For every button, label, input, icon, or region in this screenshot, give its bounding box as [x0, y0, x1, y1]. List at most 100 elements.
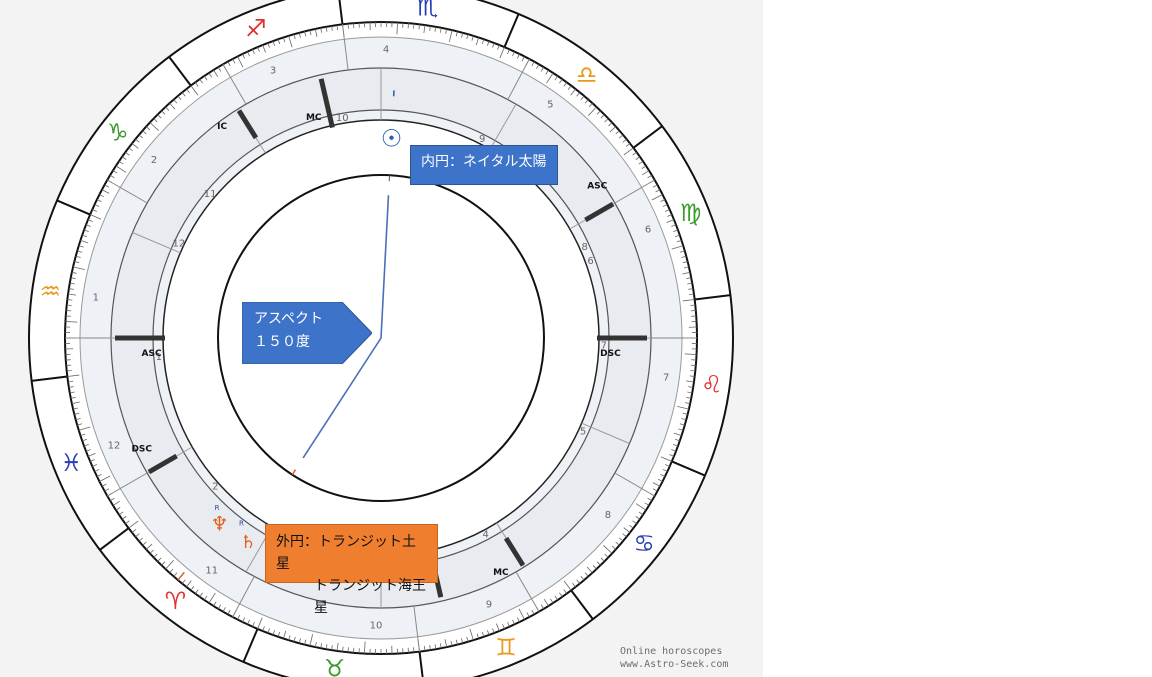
zodiac-sign-boundary — [503, 13, 520, 48]
degree-tick — [99, 475, 111, 482]
degree-tick — [222, 607, 226, 612]
degree-tick — [660, 473, 666, 477]
outer-angle-marker — [584, 201, 615, 223]
transit-position-tick — [177, 571, 185, 581]
degree-tick — [413, 647, 415, 653]
degree-tick — [145, 126, 151, 131]
degree-tick — [576, 579, 581, 584]
degree-tick — [623, 527, 631, 533]
degree-tick — [603, 545, 613, 554]
inner-house-cusp — [489, 103, 517, 150]
degree-tick — [142, 541, 147, 546]
outer-angle-marker — [147, 453, 178, 475]
degree-tick — [481, 39, 485, 45]
degree-tick — [298, 638, 301, 644]
degree-tick — [687, 391, 693, 394]
aspect-callout: アスペクト １５０度 — [242, 302, 372, 364]
degree-tick — [242, 53, 246, 59]
degree-tick — [293, 34, 296, 40]
degree-tick — [600, 557, 605, 562]
inner-house-cusp — [132, 232, 181, 254]
chart-panel: ♏♎♍♌♋♊♉♈♓♒♑♐1234567891011121234567891011… — [0, 0, 763, 677]
degree-tick — [247, 51, 250, 57]
degree-tick — [208, 592, 216, 604]
degree-tick — [69, 391, 75, 394]
degree-tick — [320, 643, 323, 649]
degree-tick — [83, 229, 89, 233]
inner-house-number: 2 — [212, 482, 218, 493]
degree-tick — [632, 520, 637, 525]
degree-tick — [563, 589, 568, 594]
degree-tick — [635, 156, 641, 160]
site-credit[interactable]: Online horoscopes www.Astro-Seek.com — [620, 645, 728, 671]
degree-tick — [684, 353, 697, 355]
degree-tick — [638, 511, 644, 516]
outer-house-cusp — [614, 472, 655, 497]
degree-tick — [450, 640, 453, 646]
degree-tick — [125, 520, 130, 525]
degree-tick — [423, 25, 426, 34]
outer-angle-marker — [503, 536, 526, 567]
degree-tick — [662, 469, 668, 472]
degree-tick — [563, 82, 568, 87]
degree-tick — [190, 85, 199, 96]
degree-tick — [682, 271, 691, 275]
degree-tick — [469, 628, 474, 641]
degree-tick — [615, 541, 620, 546]
degree-tick — [688, 386, 694, 388]
degree-tick — [507, 621, 510, 627]
inner-angle-label: DSC — [600, 349, 621, 359]
degree-tick — [492, 628, 495, 634]
outer-house-cusp — [413, 605, 421, 652]
degree-tick — [434, 26, 437, 32]
degree-tick — [681, 255, 687, 258]
degree-tick — [689, 375, 695, 377]
degree-tick — [69, 282, 75, 285]
degree-tick — [128, 520, 139, 529]
degree-tick — [609, 126, 617, 133]
degree-tick — [75, 418, 81, 421]
inner-house-number: 4 — [483, 529, 489, 540]
degree-tick — [592, 565, 597, 570]
degree-tick — [690, 370, 696, 372]
degree-tick — [455, 639, 458, 645]
degree-tick — [227, 61, 231, 67]
degree-tick — [242, 617, 246, 623]
degree-tick — [682, 299, 695, 302]
degree-tick — [641, 165, 647, 169]
degree-tick — [688, 293, 694, 296]
degree-tick — [652, 184, 658, 188]
degree-tick — [347, 23, 349, 29]
degree-tick — [181, 579, 186, 584]
degree-tick — [652, 482, 661, 487]
degree-tick — [429, 645, 431, 651]
degree-tick — [104, 488, 110, 492]
inner-house-number: 8 — [582, 242, 588, 253]
degree-tick — [671, 449, 677, 452]
degree-tick — [94, 469, 100, 472]
degree-tick — [611, 545, 617, 550]
degree-tick — [396, 22, 398, 35]
degree-tick — [142, 130, 147, 135]
degree-tick — [679, 250, 685, 253]
degree-tick — [217, 66, 222, 72]
zodiac-glyph-icon: ♈ — [165, 587, 187, 615]
degree-tick — [149, 122, 159, 131]
degree-tick — [608, 122, 613, 127]
degree-tick — [181, 92, 186, 97]
outer-house-number: 11 — [205, 565, 218, 576]
degree-tick — [190, 586, 195, 591]
degree-tick — [94, 204, 100, 207]
degree-tick — [673, 229, 679, 233]
outer-rim — [28, 0, 734, 677]
credit-line-1: Online horoscopes — [620, 646, 723, 657]
degree-tick — [455, 31, 458, 37]
zodiac-sign-boundary — [242, 628, 259, 663]
degree-tick — [687, 282, 693, 285]
degree-tick — [492, 42, 495, 48]
degree-tick — [662, 204, 668, 207]
degree-tick — [512, 51, 515, 57]
degree-tick — [588, 106, 597, 116]
outer-house-number: 1 — [93, 292, 99, 303]
degree-tick — [461, 32, 464, 38]
